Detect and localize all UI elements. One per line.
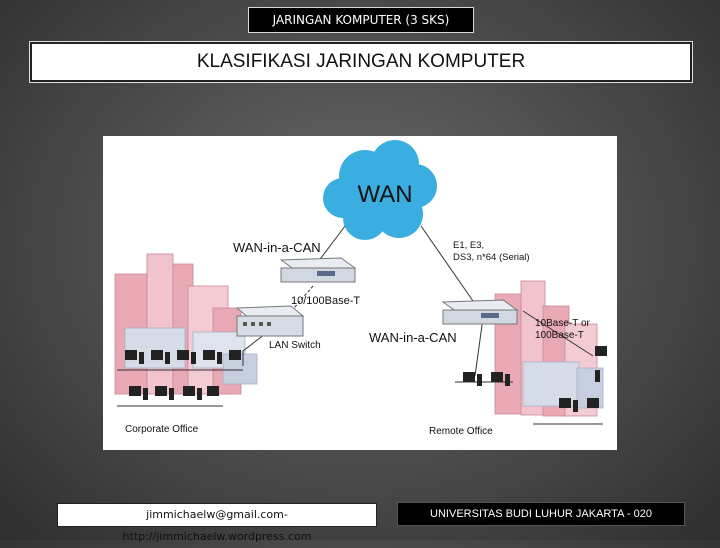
label-corporate-office: Corporate Office (125, 424, 199, 435)
corporate-buildings (114, 253, 258, 395)
slide-title: KLASIFIKASI JARINGAN KOMPUTER (30, 42, 692, 82)
network-diagram: WAN (103, 136, 617, 450)
label-wan-in-a-can-right: WAN-in-a-CAN (369, 330, 457, 345)
wan-cloud (323, 140, 437, 240)
label-10base-t-or: 10Base-T or (535, 318, 591, 329)
remote-workstations (463, 346, 607, 412)
label-100base-t: 100Base-T (535, 330, 584, 341)
lan-switch-device (235, 305, 305, 337)
label-wan-in-a-can-left: WAN-in-a-CAN (233, 240, 321, 255)
footer-contact: jimmichaelw@gmail.com- http://jimmichael… (57, 503, 377, 543)
footer-institution: UNIVERSITAS BUDI LUHUR JAKARTA - 020 (397, 502, 685, 526)
label-e1-line1: E1, E3, (453, 240, 484, 251)
wan-router-left (279, 257, 357, 283)
label-lan-switch: LAN Switch (269, 340, 321, 351)
label-remote-office: Remote Office (429, 426, 493, 437)
label-10-100base-t: 10/100Base-T (291, 295, 360, 307)
corporate-workstations (125, 350, 241, 400)
remote-buildings (494, 280, 604, 417)
label-e1-line2: DS3, n*64 (Serial) (453, 252, 530, 263)
wan-cloud-label: WAN (357, 181, 412, 208)
wan-router-right (441, 299, 519, 325)
course-title: JARINGAN KOMPUTER (3 SKS) (248, 7, 474, 33)
